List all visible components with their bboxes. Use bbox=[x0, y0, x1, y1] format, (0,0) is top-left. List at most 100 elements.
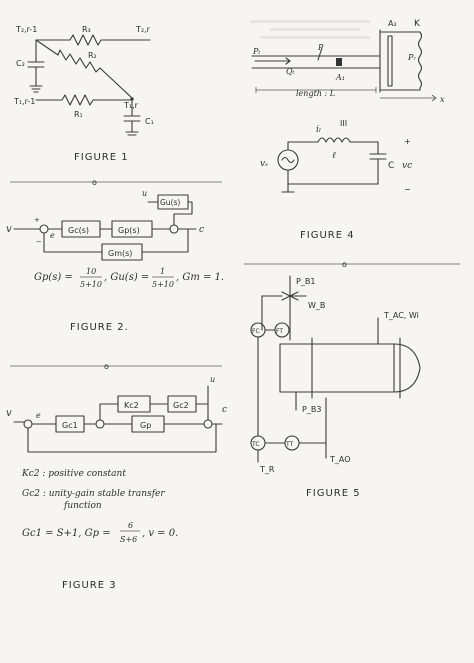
r1-resistor bbox=[35, 94, 133, 106]
fig3-u: u bbox=[210, 375, 215, 384]
fig4-a1: A₁ bbox=[335, 73, 345, 82]
fig2-error-e: e bbox=[50, 231, 55, 240]
separator-2-mark: o bbox=[104, 362, 109, 371]
fig5-valve bbox=[281, 291, 299, 301]
fig4-qt: Qₜ bbox=[286, 67, 295, 76]
fig5-tao: T_AO bbox=[329, 455, 351, 464]
label-r1: R₁ bbox=[74, 110, 83, 119]
label-r2: R₂ bbox=[88, 51, 97, 60]
fig3-sum1 bbox=[23, 419, 33, 429]
fig4-length-dimension bbox=[255, 87, 377, 93]
fig2-eq-gu-den: 5+10 bbox=[152, 280, 174, 289]
fig2-sum2 bbox=[169, 224, 179, 234]
c2-capacitor bbox=[27, 39, 45, 87]
figure-4-transmission-line: Pₜ Qₜ P A₁ Pᵣ A₂ K length : L x III iₗ ℓ… bbox=[251, 19, 445, 241]
fig4-x: x bbox=[440, 95, 445, 104]
svg-text:+: + bbox=[34, 216, 40, 224]
svg-text:TT: TT bbox=[285, 441, 294, 448]
fig4-roman-iii: III bbox=[340, 119, 347, 128]
figure-3-block-diagram: v e Gc1 Gp c u Gc2 Kc2 Kc2 : positive co… bbox=[6, 375, 227, 591]
fig3-gp-label: Gp bbox=[140, 421, 151, 430]
svg-text:FT: FT bbox=[276, 328, 283, 335]
svg-text:−: − bbox=[36, 238, 42, 246]
c2-ground bbox=[29, 85, 43, 93]
fig4-il: iₗ bbox=[316, 125, 321, 135]
fig3-note-gc2-line2: function bbox=[63, 501, 102, 511]
fig5-tr: T_R bbox=[259, 465, 275, 474]
fig4-k: K bbox=[414, 19, 421, 29]
fig2-gc-label: Gc(s) bbox=[68, 226, 89, 235]
fig4-piston bbox=[387, 35, 393, 87]
fig2-eq-gp-num: 10 bbox=[86, 267, 96, 276]
fig3-eq-den: S+6 bbox=[120, 535, 137, 544]
fig2-eq-gu-num: 1 bbox=[160, 267, 165, 276]
fig3-gc2-label: Gc2 bbox=[173, 401, 189, 410]
fig4-a1-marker bbox=[336, 58, 342, 66]
label-t1-prev: T₁,r-1 bbox=[13, 97, 35, 106]
fig3-note-gc2-line1: Gc2 : unity-gain stable transfer bbox=[22, 489, 165, 499]
figure-4-caption: FIGURE 4 bbox=[300, 230, 355, 241]
separator-3: o bbox=[244, 260, 460, 269]
separator-1: o bbox=[10, 178, 222, 187]
fig2-eq-gp: Gp(s) = bbox=[34, 272, 73, 283]
r3-resistor bbox=[35, 34, 151, 46]
svg-text:TC: TC bbox=[251, 441, 260, 448]
separator-3-mark: o bbox=[342, 260, 347, 269]
fig3-eq-part2: , v = 0. bbox=[142, 528, 178, 539]
fig3-kc2-label: Kc2 bbox=[124, 401, 139, 410]
svg-text:FC: FC bbox=[252, 328, 260, 335]
r2-resistor bbox=[35, 39, 133, 99]
fig2-gu-label: Gu(s) bbox=[160, 198, 180, 207]
fig4-vc: vc bbox=[402, 161, 412, 171]
fig5-pb3: P_B3 bbox=[302, 405, 321, 414]
fig4-l: ℓ bbox=[332, 151, 336, 161]
fig4-vs: vₛ bbox=[260, 159, 268, 169]
figure-1-caption: FIGURE 1 bbox=[74, 152, 129, 163]
fig3-output-c: c bbox=[222, 405, 227, 415]
node-t1r bbox=[130, 97, 134, 101]
label-t2-curr: T₂,r bbox=[135, 25, 151, 34]
fig2-output-c: c bbox=[199, 225, 204, 235]
separator-1-mark: o bbox=[92, 178, 97, 187]
label-t1-curr: T₁,r bbox=[123, 101, 139, 110]
figure-5-caption: FIGURE 5 bbox=[306, 488, 361, 499]
fig5-exchanger-head bbox=[393, 343, 421, 393]
label-c1: C₁ bbox=[145, 117, 154, 126]
fig5-wb: W_B bbox=[308, 301, 325, 310]
fig2-u: u bbox=[142, 189, 147, 198]
fig4-minus: − bbox=[404, 185, 411, 194]
label-r3: R₃ bbox=[82, 25, 91, 34]
fig4-pipe bbox=[251, 55, 381, 69]
fig3-sum3 bbox=[203, 419, 213, 429]
fig4-pt: Pₜ bbox=[252, 47, 260, 56]
label-t2-prev: T₂,r-1 bbox=[15, 25, 37, 34]
fig4-length: length : L bbox=[296, 89, 335, 98]
fig3-note-kc2: Kc2 : positive constant bbox=[21, 469, 126, 479]
fig4-c: C bbox=[388, 161, 394, 171]
fig3-sum2 bbox=[95, 419, 105, 429]
fig4-pr: Pᵣ bbox=[407, 53, 416, 62]
figure-2-block-diagram: v e Gc(s) Gp(s) c u Gu(s) Gm(s) + − Gp(s… bbox=[6, 189, 224, 333]
fig4-p: P bbox=[317, 43, 324, 52]
fig2-gm-label: Gm(s) bbox=[108, 249, 132, 258]
figure-1-thermal-circuit: T₂,r-1 R₃ T₂,r C₂ R₂ T₁,r T₁,r-1 R₁ C₁ F… bbox=[13, 25, 154, 163]
fig2-eq-gu: , Gu(s) = bbox=[104, 272, 149, 283]
figure-3-caption: FIGURE 3 bbox=[62, 580, 117, 591]
fig3-input-v: v bbox=[6, 408, 12, 419]
fig2-gp-label: Gp(s) bbox=[118, 226, 140, 235]
fig4-plus: + bbox=[404, 137, 411, 146]
bleed-through-text bbox=[250, 20, 370, 39]
figure-5-heat-exchanger: P_B1 W_B FC FT T_AC, Wi P_B3 TC TT T_AO … bbox=[250, 275, 421, 499]
fig3-eq-num: 6 bbox=[128, 521, 133, 530]
fig2-sum1 bbox=[39, 224, 49, 234]
fig5-tac-wi: T_AC, Wi bbox=[383, 311, 419, 320]
fig2-input-v: v bbox=[6, 224, 12, 235]
fig5-exchanger-shell bbox=[279, 343, 395, 393]
figure-2-caption: FIGURE 2. bbox=[70, 322, 129, 333]
c1-capacitor bbox=[123, 97, 141, 136]
fig4-capacitor bbox=[369, 153, 387, 160]
fig4-a2: A₂ bbox=[388, 19, 397, 28]
fig3-gc1-label: Gc1 bbox=[62, 421, 78, 430]
